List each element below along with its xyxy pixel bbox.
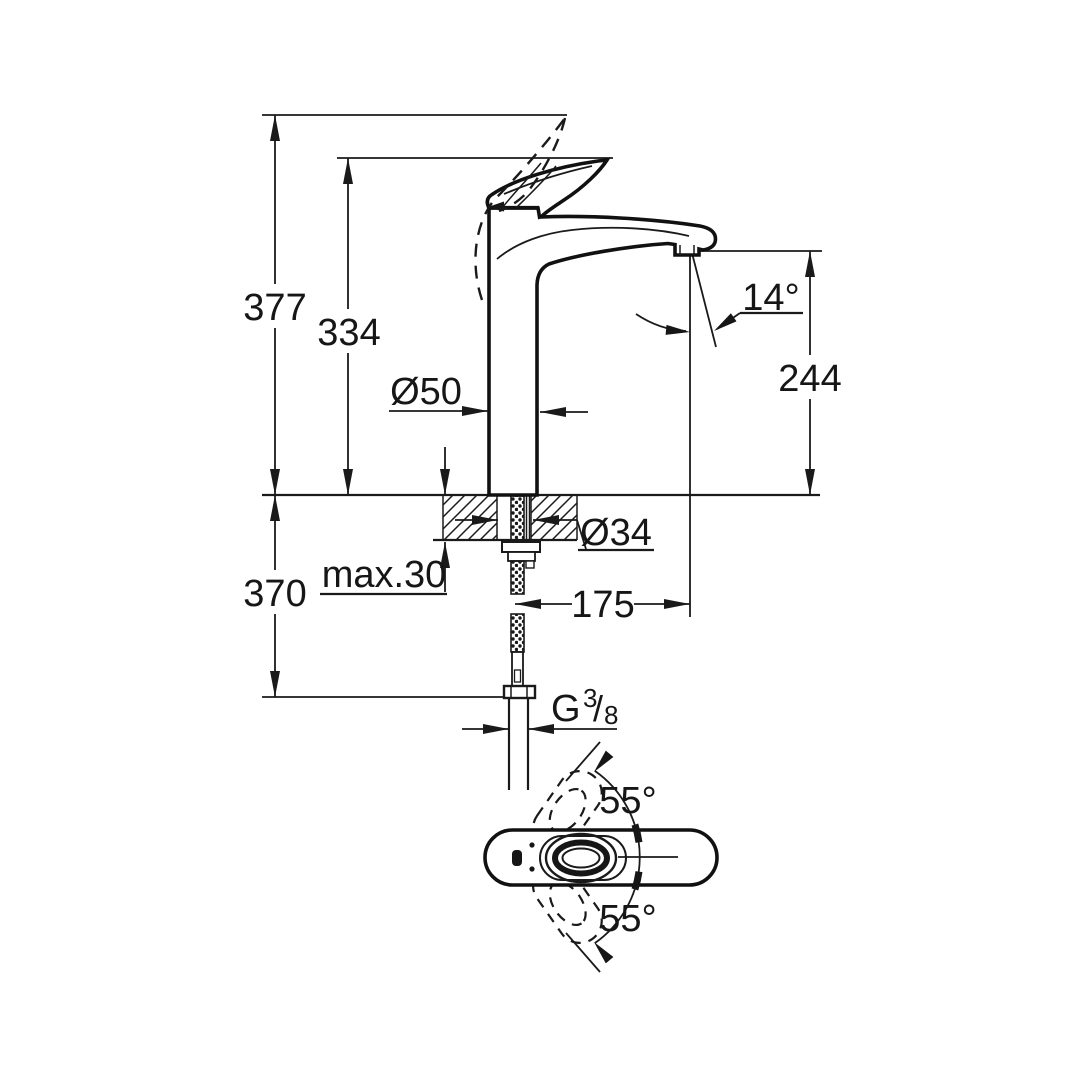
- dim-thread-numerator: 3: [583, 683, 597, 713]
- dim-below-counter: 370: [243, 573, 306, 615]
- lever-hole-outer: [544, 832, 618, 884]
- jet-angle-line: [691, 252, 717, 348]
- handle-top-outline: [483, 828, 719, 887]
- dim-spout-reach: 175: [571, 584, 634, 626]
- dim-max-thickness: max.30: [322, 554, 447, 596]
- deck-hatch-right: [531, 496, 577, 540]
- lever-hole-mid: [552, 839, 610, 877]
- dim-overall-height: 377: [243, 287, 306, 329]
- threaded-shank: [510, 495, 525, 543]
- mounting-flange: [501, 541, 541, 553]
- lever-handle-outline: [485, 157, 611, 220]
- faucet-top-view: 55° 55°: [483, 741, 719, 973]
- pivot-mark: [488, 201, 504, 212]
- faucet-side-view: [474, 117, 718, 497]
- handle-boss-outline: [539, 835, 627, 881]
- hose-nut: [502, 684, 537, 700]
- dim-lever-height: 334: [317, 312, 380, 354]
- dim-hole-diameter: Ø34: [580, 512, 652, 554]
- deck-hatch-left: [443, 496, 497, 540]
- dim-thread-denominator: 8: [604, 700, 618, 730]
- flange-step: [507, 551, 536, 562]
- dim-swing-up: 55°: [599, 780, 656, 822]
- dim-thread-slash: /: [593, 688, 603, 729]
- lever-raised-dashed: [474, 117, 567, 301]
- logo-mark: [512, 850, 522, 866]
- dim-thread-g: G: [551, 688, 581, 730]
- dimensions: 377 334 370 244 175 Ø50 Ø34 max.30: [243, 115, 842, 734]
- spout-axis: [635, 252, 717, 617]
- faucet-body-outline: [487, 206, 718, 497]
- dim-spout-height: 244: [778, 358, 841, 400]
- spout-inner-line: [496, 226, 690, 260]
- lever-inner-line: [503, 165, 593, 195]
- dim-spout-angle: 14°: [742, 277, 799, 319]
- lever-hole-inner: [561, 847, 601, 869]
- angle-curved-arrow: [635, 313, 687, 332]
- dim-swing-down: 55°: [599, 898, 656, 940]
- reference-lines: [262, 114, 822, 698]
- dim-body-diameter: Ø50: [390, 371, 462, 413]
- counter-section: [433, 495, 578, 542]
